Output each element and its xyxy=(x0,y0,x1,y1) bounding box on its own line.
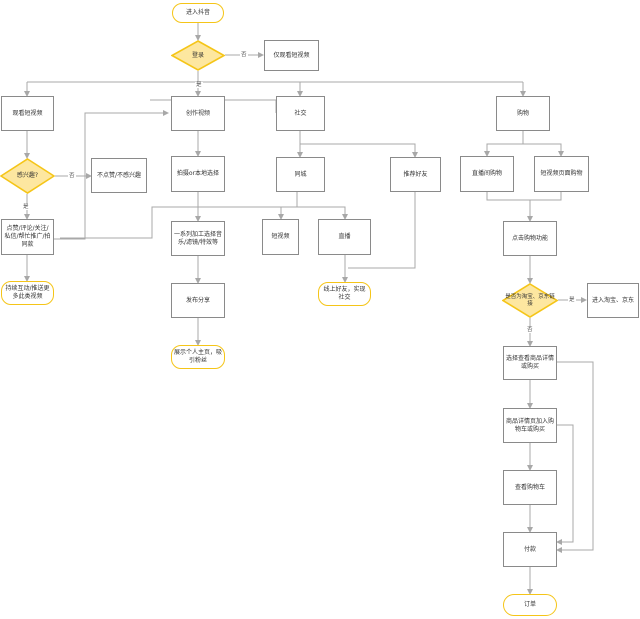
label-taobao-yes: 是 xyxy=(568,297,576,303)
node-product-detail: 商品详情页加入购物车或购买 xyxy=(503,408,557,443)
node-enter-douyin: 进入抖音 xyxy=(172,3,224,23)
node-social: 社交 xyxy=(276,96,325,131)
node-like-comment-actions: 点赞/评论/关注/私信/帮忙推广/拍同款 xyxy=(1,219,54,255)
node-shoot-or-local: 拍摄or本地选择 xyxy=(171,156,225,192)
node-keep-interact: 持续互动/推送更多此类视频 xyxy=(1,281,54,305)
node-publish-share: 发布分享 xyxy=(171,283,225,318)
node-same-city: 同城 xyxy=(276,157,325,192)
node-select-detail: 选择查看商品详情或购买 xyxy=(503,346,557,380)
node-pay: 付款 xyxy=(503,532,557,567)
node-is-taobao-decision: 是否为淘宝、京东链接 xyxy=(502,283,558,318)
node-click-buy: 点击购物功能 xyxy=(503,221,557,256)
node-live: 直播 xyxy=(318,219,371,255)
node-create-video: 创作视频 xyxy=(171,96,225,131)
node-enter-taobao: 进入淘宝、京东 xyxy=(587,283,639,318)
label-taobao-no: 否 xyxy=(526,327,534,333)
node-live-shopping: 直播间购物 xyxy=(460,156,514,192)
node-shopping: 购物 xyxy=(496,96,550,131)
node-only-watch: 仅观看短视频 xyxy=(264,40,319,71)
node-edit-process: 一系列加工选择音乐/滤镜/特效等 xyxy=(171,221,225,256)
node-recommend-friends: 推荐好友 xyxy=(390,157,441,192)
label-login-yes: 是 xyxy=(195,82,203,88)
node-watch-short-video: 观看短视频 xyxy=(1,96,54,131)
label-login-no: 否 xyxy=(240,52,248,58)
node-short-video: 短视频 xyxy=(262,219,299,255)
node-interested-decision: 感兴趣? xyxy=(0,158,55,194)
node-short-video-shopping: 短视频页面购物 xyxy=(534,156,589,192)
node-not-interested: 不点赞/不感兴趣 xyxy=(91,158,147,193)
node-view-cart: 查看购物车 xyxy=(503,470,557,505)
node-login-decision: 登录 xyxy=(171,40,225,71)
label-interested-no: 否 xyxy=(68,173,76,179)
node-order: 订单 xyxy=(503,594,557,616)
label-interested-yes: 是 xyxy=(22,204,30,210)
node-show-profile: 展示个人主页，吸引粉丝 xyxy=(171,345,225,369)
node-offline-friends: 线上好友，实现社交 xyxy=(318,282,371,306)
